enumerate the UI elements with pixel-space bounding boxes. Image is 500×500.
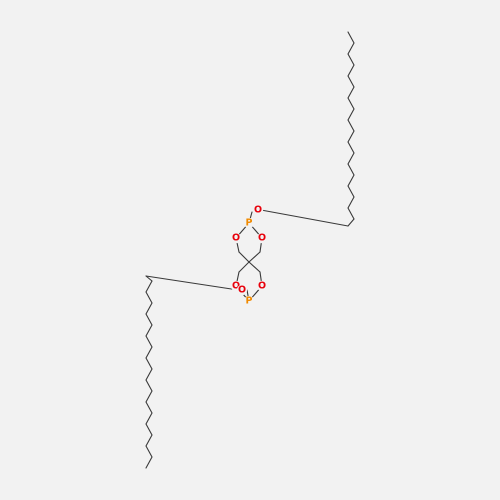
bond-upper-chain-link bbox=[347, 218, 355, 227]
oxygen-atom-lower-ring-right-mask bbox=[256, 280, 268, 292]
bond-cq-ch2-right-lower bbox=[248, 261, 261, 273]
oxygen-atom-upper-ring-left-mask bbox=[230, 232, 242, 244]
phosphorus-atom-upper-mask bbox=[243, 217, 255, 229]
oxygen-atom-upper-ester: O bbox=[252, 204, 264, 216]
oxygen-atom-lower-ester: O bbox=[236, 284, 248, 296]
oxygen-atom-upper-ring-right-label: O bbox=[258, 233, 266, 244]
oxygen-atom-lower-ring-right-label: O bbox=[258, 281, 266, 292]
oxygen-atom-lower-ring-right: O bbox=[256, 280, 268, 292]
phosphorus-atom-lower-mask bbox=[243, 295, 255, 307]
oxygen-atom-upper-ester-mask bbox=[252, 204, 264, 216]
oxygen-atom-lower-ester-label: O bbox=[238, 285, 246, 296]
oxygen-atom-upper-ring-left-label: O bbox=[232, 233, 240, 244]
phosphorus-atom-lower-label: P bbox=[246, 296, 253, 307]
phosphorus-atom-lower: P bbox=[243, 295, 255, 307]
bond-lower-chain-link bbox=[145, 275, 153, 282]
oxygen-atom-upper-ring-right-mask bbox=[256, 232, 268, 244]
oxygen-atom-upper-ring-left: O bbox=[230, 232, 242, 244]
oxygen-atom-upper-ester-label: O bbox=[254, 205, 262, 216]
phosphorus-atom-upper-label: P bbox=[246, 218, 253, 229]
phosphorus-atom-upper: P bbox=[243, 217, 255, 229]
bond-lower-chain-to-oxygen bbox=[145, 275, 239, 291]
oxygen-atom-upper-ring-right: O bbox=[256, 232, 268, 244]
bond-ch2-cq-left-upper bbox=[238, 251, 250, 263]
bond-cq-ch2-left-lower bbox=[238, 261, 250, 273]
oxygen-atom-lower-ester-mask bbox=[236, 284, 248, 296]
bond-group bbox=[145, 31, 355, 469]
bond-upper-chain-to-oxygen bbox=[260, 209, 349, 227]
oxygen-atom-lower-ring-left-label: O bbox=[232, 281, 240, 292]
upper-alkyl-chain bbox=[347, 31, 355, 220]
lower-alkyl-chain bbox=[145, 280, 153, 469]
bond-ch2-cq-right-upper bbox=[248, 251, 261, 263]
